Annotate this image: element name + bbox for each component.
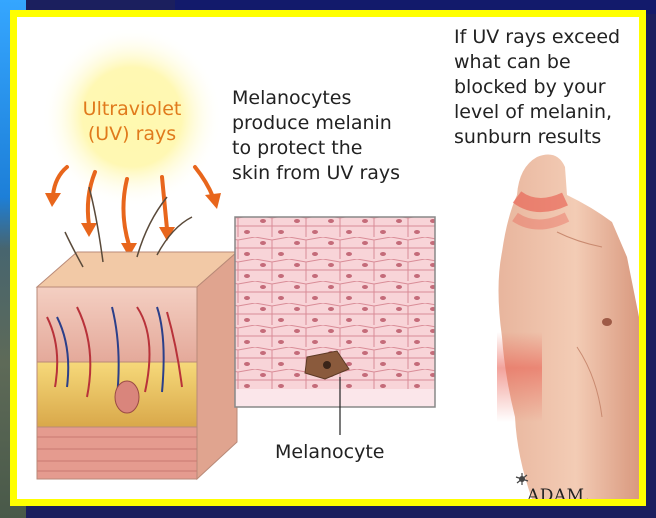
illustration-frame: Ultraviolet (UV) rays Melanocytes produc… (10, 10, 646, 506)
skin-cross-section (37, 187, 237, 479)
sunburn-caption: If UV rays exceed what can be blocked by… (454, 25, 620, 150)
magnified-cell-layer (235, 217, 435, 407)
melanocyte-callout-label: Melanocyte (275, 441, 385, 463)
melanocyte-caption: Melanocytes produce melanin to protect t… (232, 86, 400, 186)
uv-rays-label: Ultraviolet (UV) rays (58, 97, 206, 147)
torso-figure (497, 155, 639, 499)
adam-logo-text: ADAM. (527, 486, 591, 506)
